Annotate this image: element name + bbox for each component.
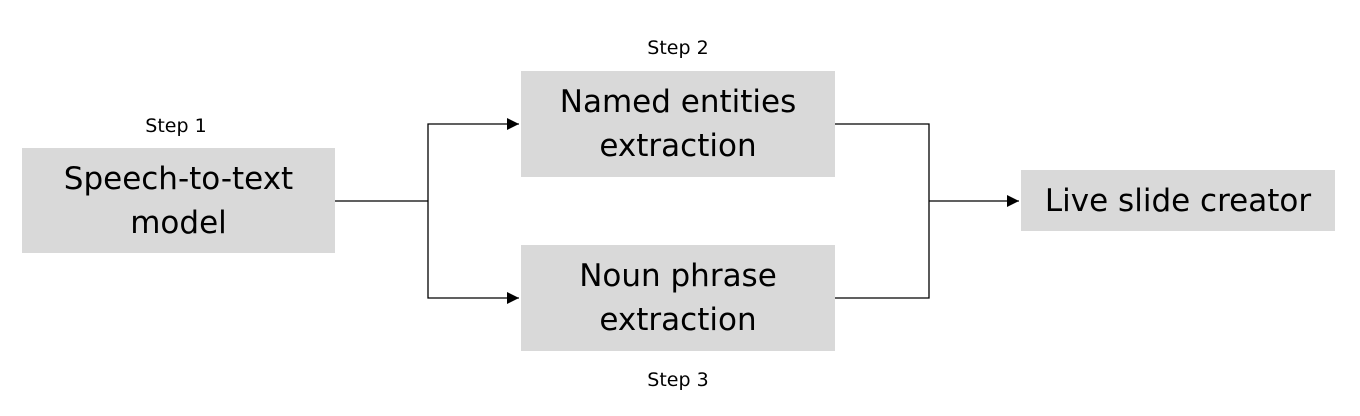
edge-named-entities-to-merge	[835, 123, 930, 201]
live-slide-creator-node: Live slide creator	[1021, 170, 1335, 231]
named-entities-label: Named entities extraction	[559, 84, 797, 164]
speech-to-text-node: Speech-to-text model	[22, 148, 335, 253]
edge-split-to-noun-phrase	[427, 201, 519, 304]
noun-phrase-node: Noun phrase extraction	[521, 245, 835, 351]
step-3-label: Step 3	[647, 369, 709, 391]
step-1-label: Step 1	[145, 115, 207, 137]
named-entities-node: Named entities extraction	[521, 71, 835, 177]
edge-split-to-named-entities	[427, 118, 519, 201]
edge-noun-phrase-to-merge	[835, 201, 930, 299]
speech-to-text-label: Speech-to-text model	[63, 160, 294, 241]
step-2-label: Step 2	[647, 37, 709, 59]
noun-phrase-label: Noun phrase extraction	[579, 258, 777, 338]
live-slide-creator-label: Live slide creator	[1044, 182, 1312, 219]
